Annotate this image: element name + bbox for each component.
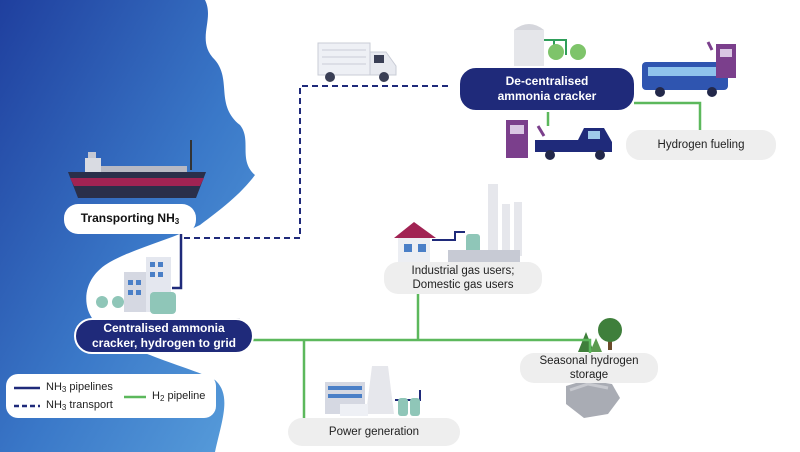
fuel-pump-icon bbox=[506, 120, 546, 158]
decentralised-cracker-label: De-centralised ammonia cracker bbox=[458, 66, 636, 112]
hydrogen-fueling-label: Hydrogen fueling bbox=[626, 130, 776, 160]
solid-line-icon bbox=[14, 386, 40, 389]
seasonal-storage-label: Seasonal hydrogen storage bbox=[520, 353, 658, 383]
legend-nh3-pipelines: NH3 pipelines bbox=[14, 381, 113, 394]
h2-pipeline-main bbox=[252, 338, 592, 355]
h2-pipeline-fueling bbox=[634, 101, 702, 130]
bus-fuel-pump-icon bbox=[706, 41, 736, 78]
house-icon bbox=[394, 222, 436, 264]
centralised-cracker-label: Centralised ammonia cracker, hydrogen to… bbox=[74, 318, 254, 354]
pickup-truck-icon bbox=[535, 128, 612, 160]
transporting-text: Transporting NH3 bbox=[80, 211, 180, 226]
transporting-nh3-label: Transporting NH3 bbox=[64, 204, 196, 234]
legend-h2-pipeline: H2 pipeline bbox=[124, 390, 205, 403]
legend-nh3-transport: NH3 transport bbox=[14, 399, 113, 412]
dashed-line-icon bbox=[14, 404, 40, 407]
nh3-pipeline bbox=[172, 232, 183, 290]
tree-icon bbox=[578, 318, 622, 352]
nh3-transport-line bbox=[184, 85, 448, 239]
legend: NH3 pipelines NH3 transport H2 pipeline bbox=[6, 374, 216, 418]
power-generation-label: Power generation bbox=[288, 418, 460, 446]
power-plant-icon bbox=[325, 366, 421, 416]
bus-icon bbox=[642, 62, 728, 97]
industrial-plant-icon bbox=[432, 184, 522, 262]
rock-icon bbox=[566, 380, 620, 418]
green-line-icon bbox=[124, 395, 146, 398]
truck-icon bbox=[317, 42, 397, 82]
cracker-tank-icon bbox=[514, 24, 586, 70]
ship-icon bbox=[68, 140, 206, 198]
industrial-domestic-label: Industrial gas users; Domestic gas users bbox=[384, 262, 542, 294]
